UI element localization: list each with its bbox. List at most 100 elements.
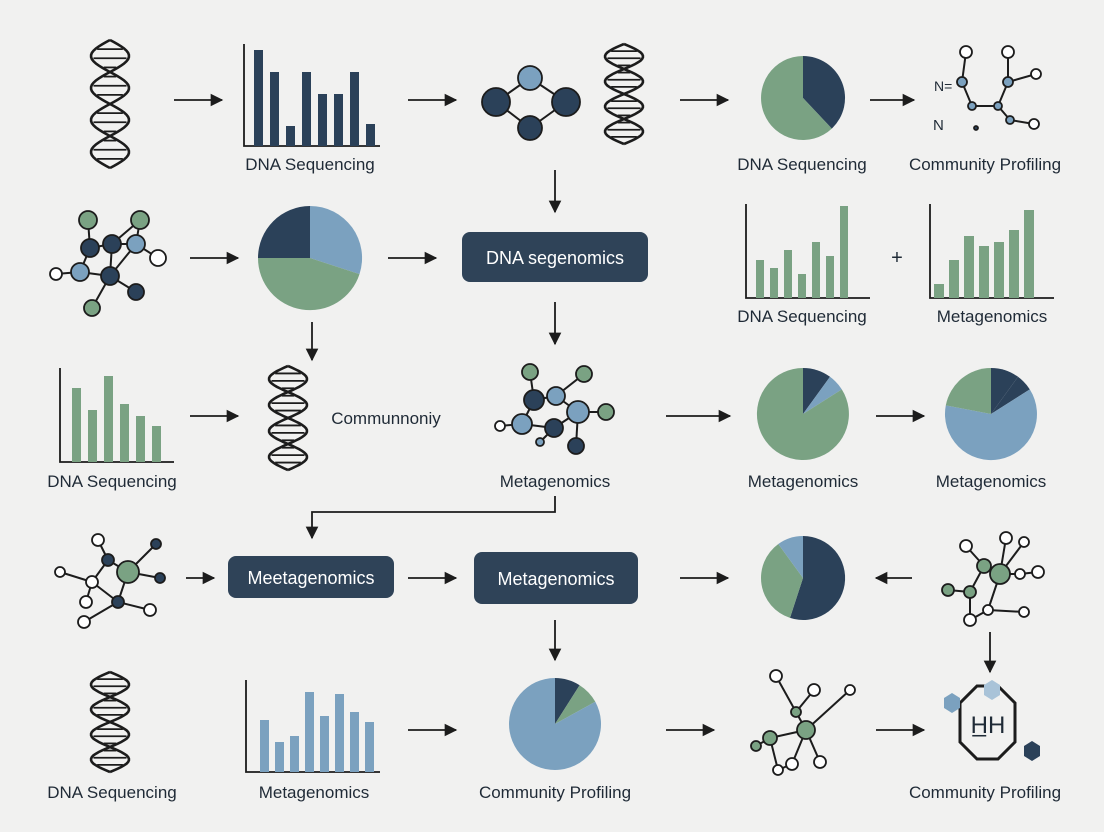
node [1001,45,1015,59]
pie-slice [944,389,1037,461]
pie-slice [945,368,991,414]
node [481,87,511,117]
bar [136,416,145,462]
node [100,266,120,286]
bar [320,716,329,772]
node [1002,76,1014,88]
node [750,740,762,752]
bar [72,388,81,462]
process-box-meetagenomics: Meetagenomics [228,556,394,598]
bar [826,256,834,298]
node [813,755,827,769]
bar [964,236,974,298]
label-r3-pie-a: Metagenomics [748,472,859,491]
pie-slice [803,55,846,129]
label-r1-bars: DNA Sequencing [245,155,374,174]
pie-chart-icon [761,55,846,140]
elbow-arrow-icon [305,496,556,540]
node [1018,606,1030,618]
bar [120,404,129,462]
node [91,533,105,547]
node [150,538,162,550]
hexagon-molecule-icon: H̲H [944,680,1040,761]
label-r3-bars: DNA Sequencing [47,472,176,491]
node [49,267,63,281]
label-r3-dna: Communnoniy [331,409,441,428]
node [967,101,977,111]
node [126,234,146,254]
molecule-icon [49,210,167,317]
bar [334,94,343,146]
labels: DNA Sequencing DNA Sequencing Community … [47,155,1061,802]
label-r5-pie: Community Profiling [479,783,631,802]
molecule-icon [54,533,166,629]
node [517,65,543,91]
pie-slice [257,258,360,311]
bar [286,126,295,146]
pie-slice [761,56,832,140]
dna-helix-icon [89,38,131,170]
plus-sign: + [891,247,903,269]
svg-text:Metagenomics: Metagenomics [497,569,614,589]
node [517,115,543,141]
node [1005,115,1015,125]
node [143,603,157,617]
node [83,299,101,317]
label-r3-network: Metagenomics [500,472,611,491]
hexagon-glyph: H̲H [971,712,1006,739]
node [575,365,593,383]
node [989,563,1011,585]
node [762,730,778,746]
pie-slice [555,678,580,724]
node [511,413,533,435]
pie-slice [509,678,602,771]
node [111,595,125,609]
bar [1009,230,1019,298]
label-r5-hexagon: Community Profiling [909,783,1061,802]
pie-slice [790,535,846,620]
molecule-icon [941,531,1045,627]
bar [318,94,327,146]
bar [270,72,279,146]
node [1030,68,1042,80]
bar [756,260,764,298]
label-r2-bars-b: Metagenomics [937,307,1048,326]
pie-chart-icon [944,368,1037,461]
svg-text:N=: N= [934,78,952,94]
pie-slice [310,205,363,275]
node [1031,565,1045,579]
node [544,418,564,438]
node [796,720,816,740]
node [130,210,150,230]
bar [302,72,311,146]
node [1014,568,1026,580]
flow-arrows [174,93,997,737]
node [959,45,973,59]
label-r5-bars: Metagenomics [259,783,370,802]
pie-slice [991,368,1018,414]
pie-chart-icon [509,678,602,771]
node [566,400,590,424]
bar [798,274,806,298]
pie-slice [258,206,310,258]
bar [934,284,944,298]
node [80,238,100,258]
bar [290,736,299,772]
pie-chart-icon [761,535,846,620]
bar [365,722,374,772]
bar [254,50,263,146]
node [941,583,955,597]
bar [949,260,959,298]
node [116,560,140,584]
pie-chart-icon [257,205,363,311]
label-r1-molecule: Community Profiling [909,155,1061,174]
node [982,604,994,616]
bar [994,242,1004,298]
node [807,683,821,697]
bar [88,410,97,462]
node [77,615,91,629]
node [79,595,93,609]
node [523,389,545,411]
node [546,386,566,406]
